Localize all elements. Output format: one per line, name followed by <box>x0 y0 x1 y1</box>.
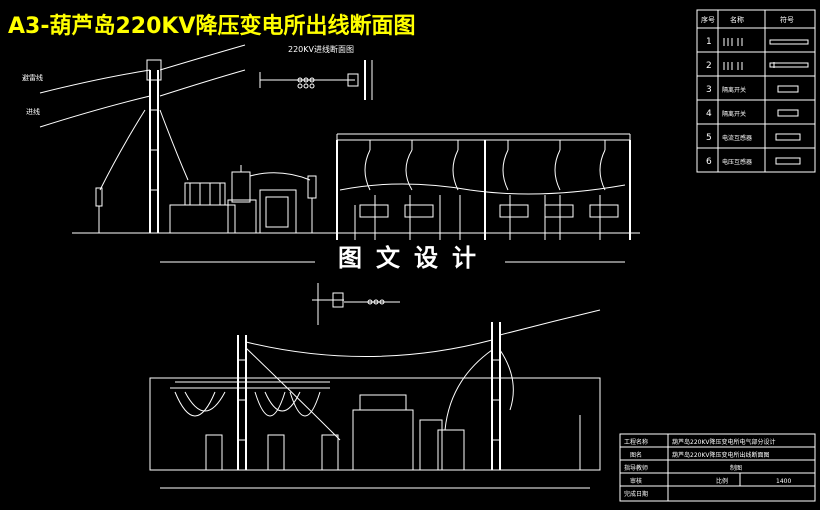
upper-single-line-diagram: 220KV进线断面图 <box>259 44 373 100</box>
legend-symbol-box <box>777 109 799 117</box>
legend-row-name: 电压互感器 <box>722 158 752 166</box>
legend-row-1-name-glyph <box>723 38 743 46</box>
title-block-value: 葫芦岛220KV降压变电所出线断面图 <box>672 451 770 459</box>
legend-row-no: 5 <box>706 133 712 143</box>
title-block-value: 葫芦岛220KV降压变电所电气部分设计 <box>672 438 776 446</box>
legend-table: 序号 名称 符号 1 2 3 4 5 6 隔离开关 隔离开关 电流互感器 电压互… <box>696 9 816 173</box>
upper-bus-frame <box>336 133 631 240</box>
legend-header-name: 名称 <box>730 15 744 24</box>
title-block-label: 完成日期 <box>624 490 648 498</box>
legend-symbol-bar <box>769 39 809 45</box>
label-lightning-wire: 避雷线 <box>22 73 43 82</box>
legend-row-no: 3 <box>706 85 712 95</box>
title-block-label: 指导教师 <box>624 464 648 472</box>
watermark-band <box>315 240 505 274</box>
legend-row-no: 1 <box>706 37 712 47</box>
upper-gantry-tower <box>146 59 162 233</box>
diagram-subtitle: 220KV进线断面图 <box>288 44 354 54</box>
legend-symbol-box <box>777 85 799 93</box>
title-block-label: 图名 <box>630 451 642 459</box>
title-block-scale: 1400 <box>776 478 791 485</box>
legend-header-symbol: 符号 <box>780 15 794 24</box>
title-block-value: 制图 <box>730 464 742 472</box>
legend-row-name: 隔离开关 <box>722 86 746 94</box>
upper-equipment-group <box>169 165 317 234</box>
title-block-value: 比例 <box>716 477 728 485</box>
watermark: 图文设计 <box>338 244 490 272</box>
legend-header-no: 序号 <box>701 15 715 24</box>
title-block: 工程名称 葫芦岛220KV降压变电所电气部分设计 图名 葫芦岛220KV降压变电… <box>619 433 816 502</box>
label-incoming-line: 进线 <box>26 107 40 116</box>
legend-row-name: 电流互感器 <box>722 134 752 142</box>
title-block-label: 工程名称 <box>624 438 648 446</box>
upper-section: 避雷线 进线 <box>22 44 640 263</box>
legend-symbol-bar <box>769 62 809 68</box>
lower-section <box>149 309 601 489</box>
lower-single-line-diagram <box>312 283 400 325</box>
upper-insulators <box>369 140 606 150</box>
legend-symbol-box <box>775 157 801 165</box>
legend-row-2-name-glyph <box>723 62 743 70</box>
legend-row-no: 6 <box>706 157 712 167</box>
legend-row-no: 2 <box>706 61 712 71</box>
legend-row-no: 4 <box>706 109 712 119</box>
legend-symbol-box <box>775 133 801 141</box>
drawing-title: A3-葫芦岛220KV降压变电所出线断面图 <box>8 13 415 39</box>
title-block-label: 审核 <box>630 477 642 485</box>
legend-row-name: 隔离开关 <box>722 110 746 118</box>
